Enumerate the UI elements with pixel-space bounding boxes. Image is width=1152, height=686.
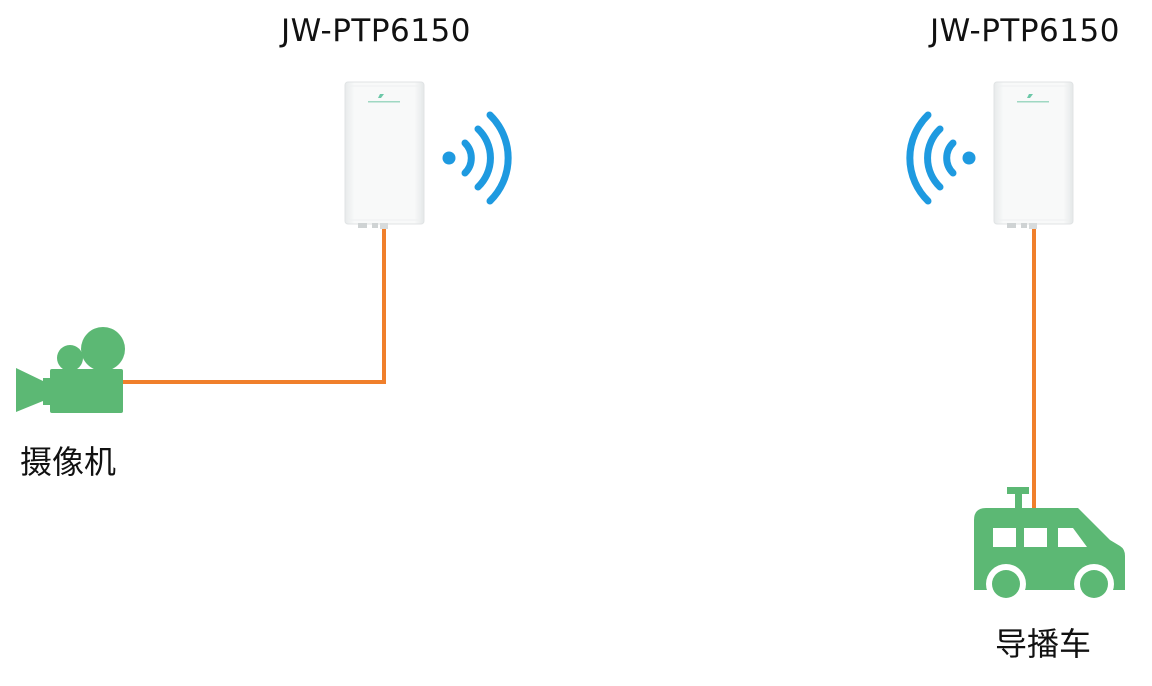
camera-label: 摄像机 bbox=[20, 443, 117, 481]
brand-logo-icon bbox=[378, 94, 384, 98]
broadcast-van-label: 导播车 bbox=[995, 625, 1092, 663]
video-camera-icon bbox=[16, 327, 125, 413]
right-ptp-device bbox=[993, 81, 1074, 229]
brand-logo-icon bbox=[1027, 94, 1033, 98]
brand-logo-text bbox=[368, 101, 400, 103]
left-ptp-device bbox=[344, 81, 425, 229]
cable-camera-to-left-device bbox=[118, 226, 386, 384]
wifi-signal-icon bbox=[442, 111, 512, 205]
wifi-signal-icon bbox=[906, 111, 976, 205]
brand-logo-text bbox=[1017, 101, 1049, 103]
broadcast-van-icon bbox=[974, 487, 1125, 604]
device-model-label-left: JW-PTP6150 bbox=[281, 13, 471, 49]
device-model-label-right: JW-PTP6150 bbox=[930, 13, 1120, 49]
